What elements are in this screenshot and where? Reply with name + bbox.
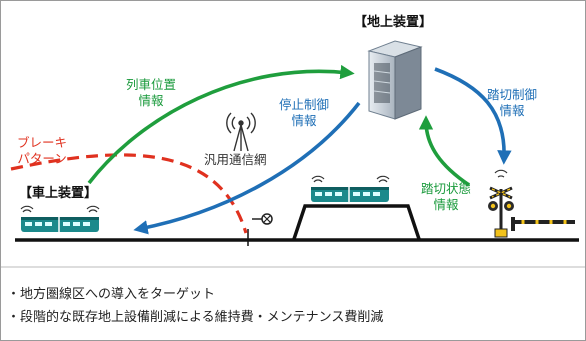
ground-equipment-icon [367, 40, 423, 120]
brake-pattern-label-line2: パターン [17, 150, 67, 166]
brake-pattern-curve [10, 153, 248, 234]
platform-train-icon [311, 175, 390, 202]
stop-signal-icon [252, 213, 273, 225]
stop-control-label-line1: 停止制御 [279, 97, 330, 112]
platform [292, 204, 421, 240]
crossing-status-label-line2: 情報 [433, 196, 459, 212]
onboard-train-icon [20, 205, 100, 232]
crossing-control-label: 踏切制御 情報 [487, 87, 537, 118]
train-position-label-line1: 列車位置 [126, 77, 177, 92]
antenna-icon [226, 112, 256, 152]
crossing-status-label: 踏切状態 情報 [421, 181, 471, 212]
crossing-control-arrow [434, 67, 512, 165]
crossing-control-label-line1: 踏切制御 [487, 87, 538, 102]
network-label: 汎用通信網 [204, 152, 267, 167]
onboard-equipment-title: 【車上装置】 [19, 186, 98, 201]
bullet-item-1: ・地方圏線区への導入をターゲット [7, 287, 216, 302]
crossing-status-arrow [418, 115, 471, 187]
crossing-control-label-line2: 情報 [499, 102, 525, 118]
stop-control-label: 停止制御 情報 [279, 97, 329, 128]
train-position-label-line2: 情報 [138, 92, 164, 108]
stop-control-arrow [133, 101, 361, 235]
level-crossing-icon [488, 169, 575, 238]
bullet-item-2: ・段階的な既存地上設備削減による維持費・メンテナンス費削減 [7, 310, 384, 325]
crossing-status-label-line1: 踏切状態 [421, 181, 472, 196]
train-position-arrow [87, 64, 355, 185]
train-position-label: 列車位置 情報 [126, 77, 176, 108]
brake-pattern-label: ブレーキ パターン [17, 135, 67, 166]
stop-control-label-line2: 情報 [291, 112, 317, 128]
brake-pattern-label-line1: ブレーキ [17, 135, 68, 150]
ground-equipment-title: 【地上装置】 [354, 15, 433, 30]
